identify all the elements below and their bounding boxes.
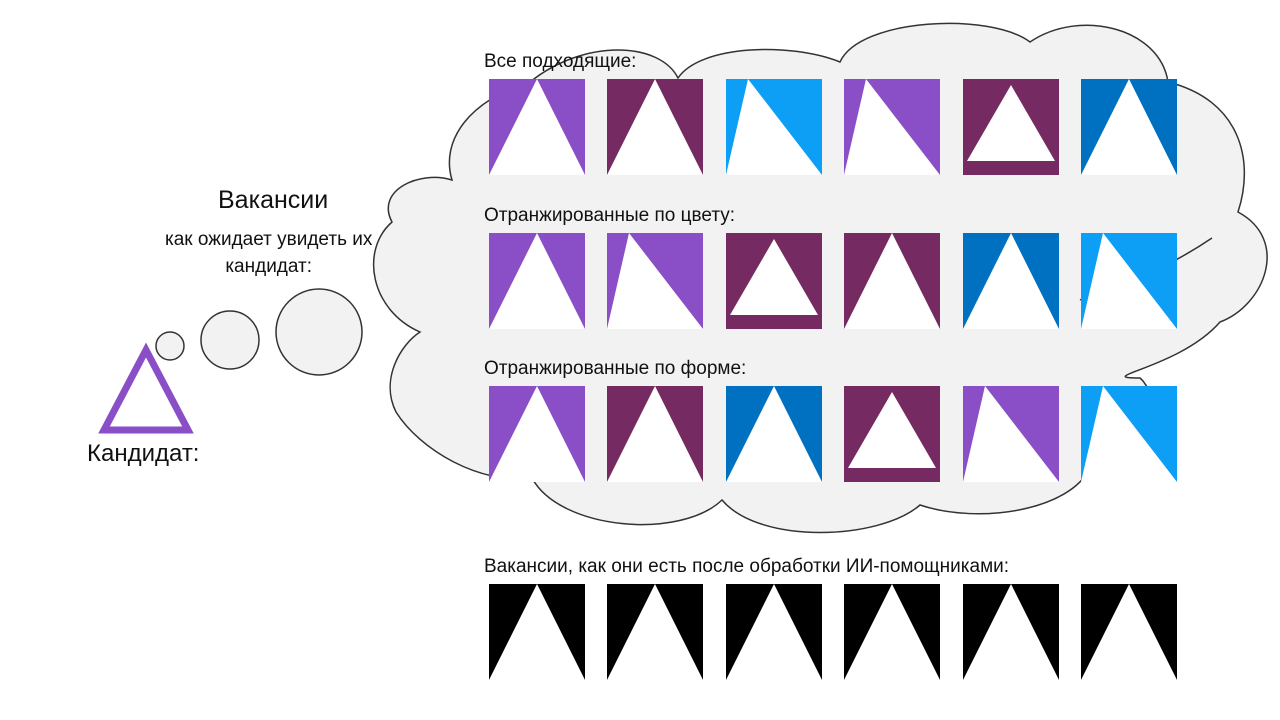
tile-graphic: [1081, 584, 1177, 680]
tile-graphic: [489, 584, 585, 680]
tile-graphic: [607, 386, 703, 482]
vacancies-title: Вакансии: [218, 186, 329, 214]
tile-triangle: [963, 386, 1059, 482]
vacancies-subtitle-line2: кандидат:: [225, 256, 313, 277]
tile-graphic: [844, 79, 940, 175]
tile-triangle: [848, 392, 936, 468]
vacancy-tile: [489, 79, 585, 175]
candidate-triangle: [98, 342, 194, 434]
tile-graphic: [963, 584, 1059, 680]
tile-graphic: [489, 386, 585, 482]
tile-triangle: [607, 386, 703, 482]
tile-triangle: [489, 79, 585, 175]
thought-bubble-medium: [200, 310, 260, 370]
vacancy-tile: [963, 584, 1059, 680]
tile-graphic: [844, 233, 940, 329]
tile-graphic: [489, 79, 585, 175]
candidate-label: Кандидат:: [87, 440, 200, 467]
tile-triangle: [726, 386, 822, 482]
vacancy-tile: [963, 233, 1059, 329]
tile-graphic: [607, 584, 703, 680]
vacancy-tile: [607, 79, 703, 175]
tile-triangle: [489, 584, 585, 680]
vacancy-tile: [607, 386, 703, 482]
tile-graphic: [963, 233, 1059, 329]
vacancy-tile: [1081, 584, 1177, 680]
tile-graphic: [1081, 233, 1177, 329]
vacancy-tile: [1081, 233, 1177, 329]
thought-bubble-small: [155, 331, 185, 361]
vacancy-tile: [607, 584, 703, 680]
tile-triangle: [844, 584, 940, 680]
tile-triangle: [967, 85, 1055, 161]
tile-triangle: [726, 79, 822, 175]
tile-graphic: [844, 584, 940, 680]
tile-triangle: [1081, 386, 1177, 482]
row-shape-label: Отранжированные по форме:: [484, 358, 747, 379]
vacancy-tile: [844, 233, 940, 329]
vacancy-tile: [1081, 386, 1177, 482]
vacancy-tile: [726, 79, 822, 175]
row-color-label: Отранжированные по цвету:: [484, 205, 736, 226]
tile-triangle: [607, 584, 703, 680]
tile-triangle: [489, 386, 585, 482]
vacancy-tile: [489, 584, 585, 680]
vacancy-tile: [726, 386, 822, 482]
vacancy-tile: [1081, 79, 1177, 175]
tile-graphic: [726, 233, 822, 329]
thought-bubble-large: [275, 288, 363, 376]
tile-triangle: [607, 79, 703, 175]
tile-triangle: [607, 233, 703, 329]
tile-triangle: [963, 584, 1059, 680]
row-ai-label: Вакансии, как они есть после обработки И…: [484, 556, 1010, 577]
row-all-label: Все подходящие:: [484, 51, 637, 72]
tile-triangle: [726, 584, 822, 680]
vacancy-tile: [726, 233, 822, 329]
tile-triangle: [1081, 584, 1177, 680]
tile-graphic: [726, 386, 822, 482]
tile-graphic: [844, 386, 940, 482]
vacancy-tile: [726, 584, 822, 680]
tile-triangle: [489, 233, 585, 329]
tile-triangle: [963, 233, 1059, 329]
vacancy-tile: [963, 386, 1059, 482]
tile-graphic: [607, 233, 703, 329]
vacancy-tile: [489, 386, 585, 482]
tile-graphic: [607, 79, 703, 175]
tile-triangle: [844, 233, 940, 329]
vacancies-subtitle-line1: как ожидает увидеть их: [165, 229, 373, 250]
tile-graphic: [726, 584, 822, 680]
vacancy-tile: [844, 386, 940, 482]
tile-graphic: [1081, 79, 1177, 175]
vacancies-subtitle: как ожидает увидеть их кандидат:: [165, 226, 372, 280]
vacancy-tile: [844, 79, 940, 175]
tile-graphic: [489, 233, 585, 329]
vacancy-tile: [844, 584, 940, 680]
tile-graphic: [963, 386, 1059, 482]
tile-triangle: [1081, 233, 1177, 329]
tile-graphic: [963, 79, 1059, 175]
tile-graphic: [726, 79, 822, 175]
tile-triangle: [844, 79, 940, 175]
vacancy-tile: [489, 233, 585, 329]
vacancy-tile: [963, 79, 1059, 175]
tile-triangle: [1081, 79, 1177, 175]
tile-graphic: [1081, 386, 1177, 482]
tile-triangle: [730, 239, 818, 315]
vacancy-tile: [607, 233, 703, 329]
